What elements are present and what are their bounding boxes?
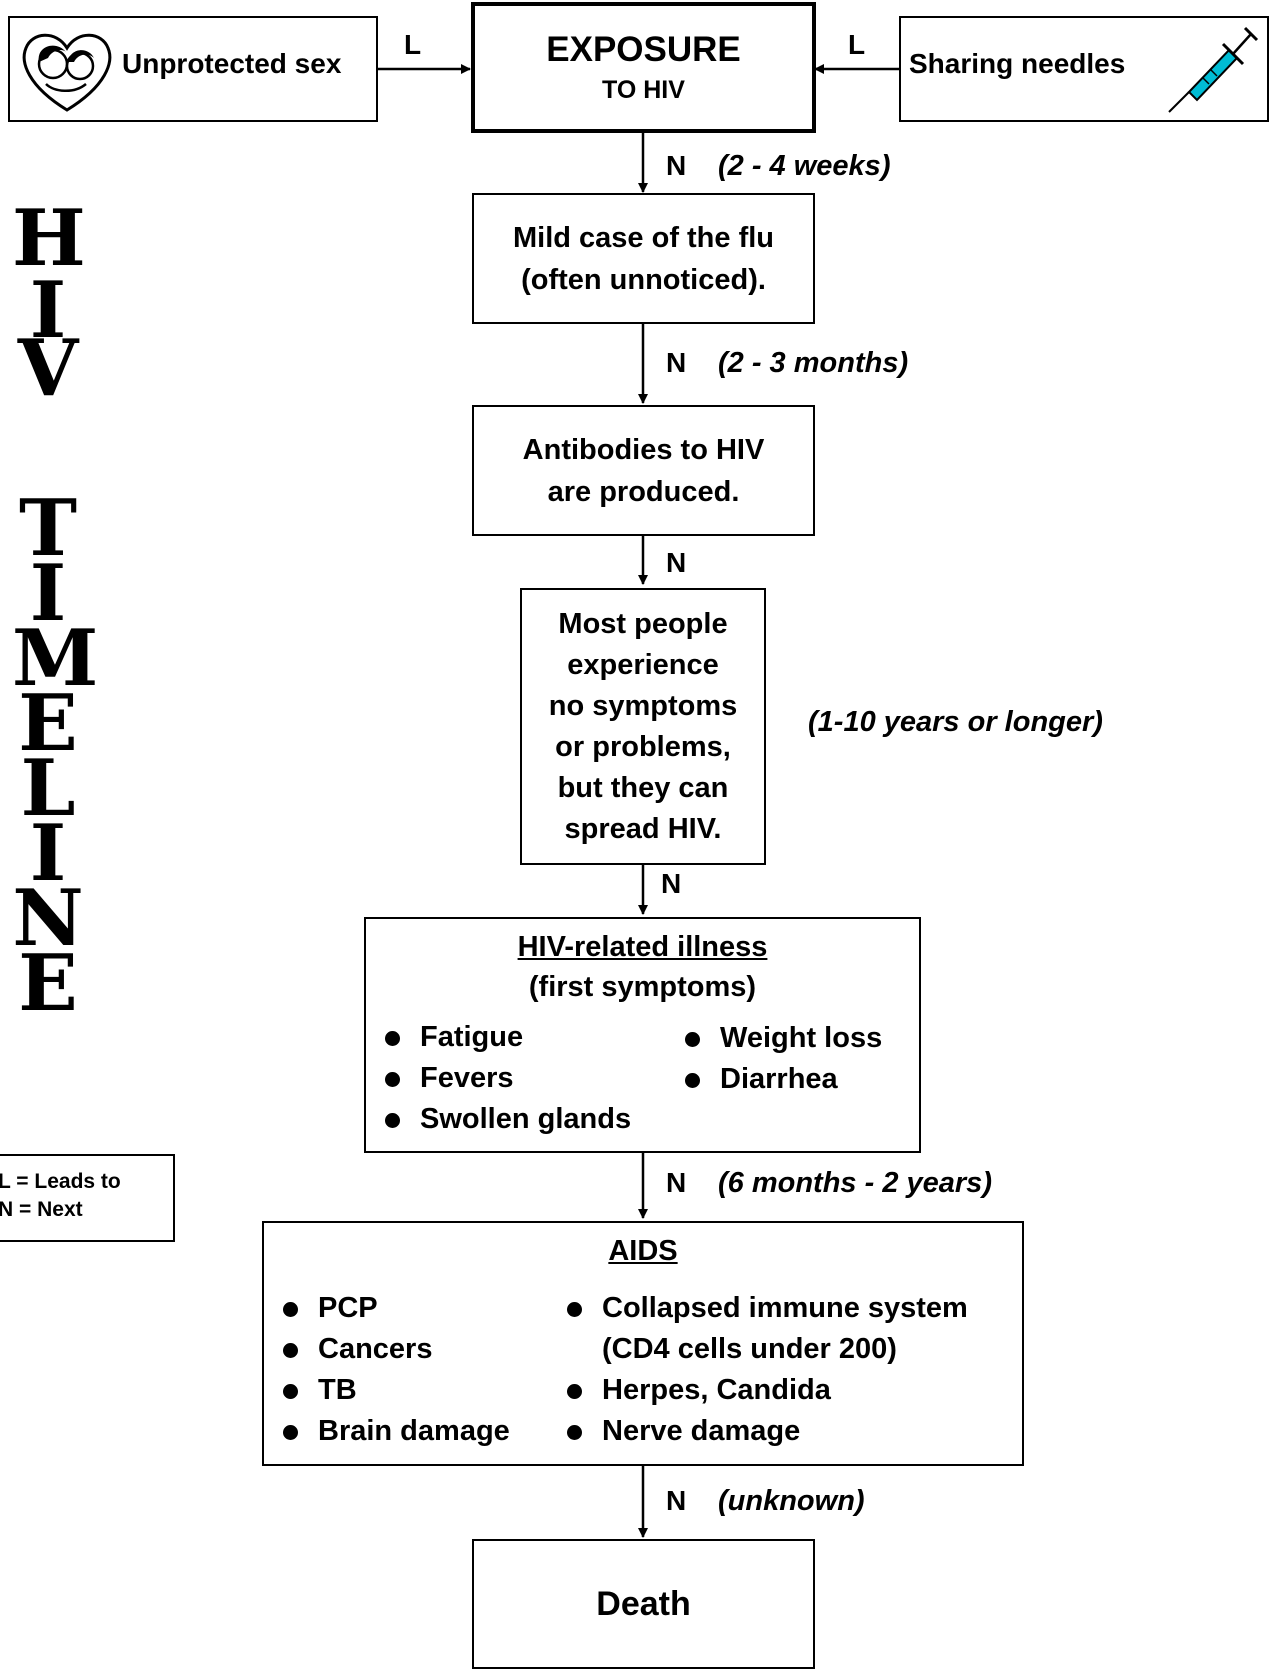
list-item: PCP xyxy=(280,1288,510,1329)
list-item: Swollen glands xyxy=(382,1099,631,1140)
list-item: Collapsed immune system xyxy=(564,1288,968,1329)
condition-text: Collapsed immune system xyxy=(602,1292,968,1324)
next-label: N xyxy=(666,150,687,181)
next-label: N xyxy=(666,347,687,378)
title-letter: L xyxy=(20,743,76,834)
symptom-text: Weight loss xyxy=(720,1022,883,1054)
list-item: Diarrhea xyxy=(682,1059,882,1100)
symptom-text: Fevers xyxy=(420,1062,514,1094)
symptom-text: Swollen glands xyxy=(420,1103,632,1135)
bullet-icon xyxy=(283,1302,298,1317)
stage-latent: Most people experience no symptoms or pr… xyxy=(520,588,766,865)
condition-text: PCP xyxy=(318,1292,378,1324)
stage-aids: AIDS PCP Cancers TB Brain damage Collaps… xyxy=(262,1221,1024,1466)
title-letter: E xyxy=(18,938,78,1029)
leads-to-label: L xyxy=(848,29,866,60)
title-letter: I xyxy=(29,808,67,899)
bullet-icon xyxy=(283,1425,298,1440)
condition-text: TB xyxy=(318,1374,357,1406)
bullet-icon xyxy=(567,1425,582,1440)
stage-antibodies: Antibodies to HIV are produced. xyxy=(472,405,815,536)
stage-text: no symptoms xyxy=(548,689,738,722)
condition-text: (CD4 cells under 200) xyxy=(602,1333,897,1365)
list-item: Weight loss xyxy=(682,1018,882,1059)
stage-illness: HIV-related illness (first symptoms) Fat… xyxy=(364,917,921,1153)
stage-flu: Mild case of the flu (often unnoticed). xyxy=(472,193,815,324)
stage-text: spread HIV. xyxy=(564,812,722,845)
next-label: N xyxy=(666,1167,687,1198)
title-letter: T xyxy=(18,483,78,574)
title-letter: I xyxy=(29,265,67,356)
condition-text: Nerve damage xyxy=(602,1415,801,1447)
aids-conditions-col1: PCP Cancers TB Brain damage xyxy=(280,1288,510,1452)
exposure-box: EXPOSURE TO HIV xyxy=(471,2,816,133)
title-letter: I xyxy=(29,548,67,639)
list-item: Nerve damage xyxy=(564,1411,968,1452)
title-letter: M xyxy=(12,613,99,704)
symptom-text: Diarrhea xyxy=(720,1063,838,1095)
bullet-icon xyxy=(685,1073,700,1088)
aids-conditions-col2: Collapsed immune system (CD4 cells under… xyxy=(564,1288,968,1452)
couple-icon xyxy=(22,33,112,112)
bullet-icon xyxy=(385,1072,400,1087)
stage-text: are produced. xyxy=(547,475,740,508)
stage-text: Most people xyxy=(558,607,728,640)
next-label: N xyxy=(666,547,687,578)
list-item: Brain damage xyxy=(280,1411,510,1452)
legend-leads-to: L = Leads to xyxy=(0,1170,121,1193)
illness-title: HIV-related illness xyxy=(517,931,768,963)
stage-text: Mild case of the flu xyxy=(512,221,775,254)
bullet-icon xyxy=(567,1384,582,1399)
list-item: Herpes, Candida xyxy=(564,1370,968,1411)
bullet-icon xyxy=(567,1302,582,1317)
illness-symptoms-col1: Fatigue Fevers Swollen glands xyxy=(382,1017,631,1140)
bullet-icon xyxy=(385,1113,400,1128)
stage-death: Death xyxy=(472,1539,815,1669)
duration-label: (unknown) xyxy=(718,1485,865,1517)
legend-next: N = Next xyxy=(0,1198,83,1221)
illness-symptoms-col2: Weight loss Diarrhea xyxy=(682,1018,882,1100)
bullet-icon xyxy=(685,1032,700,1047)
condition-text: Cancers xyxy=(318,1333,433,1365)
duration-label: (1-10 years or longer) xyxy=(808,706,1103,738)
duration-label: (2 - 4 weeks) xyxy=(718,150,891,182)
syringe-icon xyxy=(1168,26,1259,113)
bullet-icon xyxy=(385,1031,400,1046)
aids-title: AIDS xyxy=(608,1235,678,1267)
condition-text: Brain damage xyxy=(318,1415,510,1447)
duration-label: (2 - 3 months) xyxy=(718,347,909,379)
source-label: Sharing needles xyxy=(909,48,1126,79)
next-label: N xyxy=(666,1485,687,1516)
source-sharing-needles: Sharing needles xyxy=(899,16,1269,122)
list-item: (CD4 cells under 200) xyxy=(564,1329,968,1370)
title-letter: H xyxy=(12,193,86,284)
title-letter: E xyxy=(18,678,78,769)
stage-text: or problems, xyxy=(555,730,731,763)
title-letter: N xyxy=(12,873,84,964)
stage-text: but they can xyxy=(557,771,729,804)
stage-text: (often unnoticed). xyxy=(521,263,766,296)
list-item: Fevers xyxy=(382,1058,631,1099)
stage-text: Death xyxy=(596,1584,691,1623)
source-label: Unprotected sex xyxy=(122,48,342,79)
bullet-icon xyxy=(283,1343,298,1358)
legend: L = Leads to N = Next xyxy=(0,1154,175,1242)
source-unprotected-sex: Unprotected sex xyxy=(8,16,378,122)
stage-text: Antibodies to HIV xyxy=(522,433,765,466)
list-item: Fatigue xyxy=(382,1017,631,1058)
next-label: N xyxy=(661,868,682,899)
leads-to-label: L xyxy=(404,29,422,60)
exposure-subtitle: TO HIV xyxy=(602,75,685,104)
list-item: TB xyxy=(280,1370,510,1411)
bullet-icon xyxy=(283,1384,298,1399)
title-letter: V xyxy=(17,323,79,414)
illness-subtitle: (first symptoms) xyxy=(528,971,757,1003)
exposure-title: EXPOSURE xyxy=(546,29,741,69)
symptom-text: Fatigue xyxy=(420,1021,524,1053)
duration-label: (6 months - 2 years) xyxy=(718,1167,992,1199)
list-item: Cancers xyxy=(280,1329,510,1370)
condition-text: Herpes, Candida xyxy=(602,1374,831,1406)
stage-text: experience xyxy=(567,648,719,681)
